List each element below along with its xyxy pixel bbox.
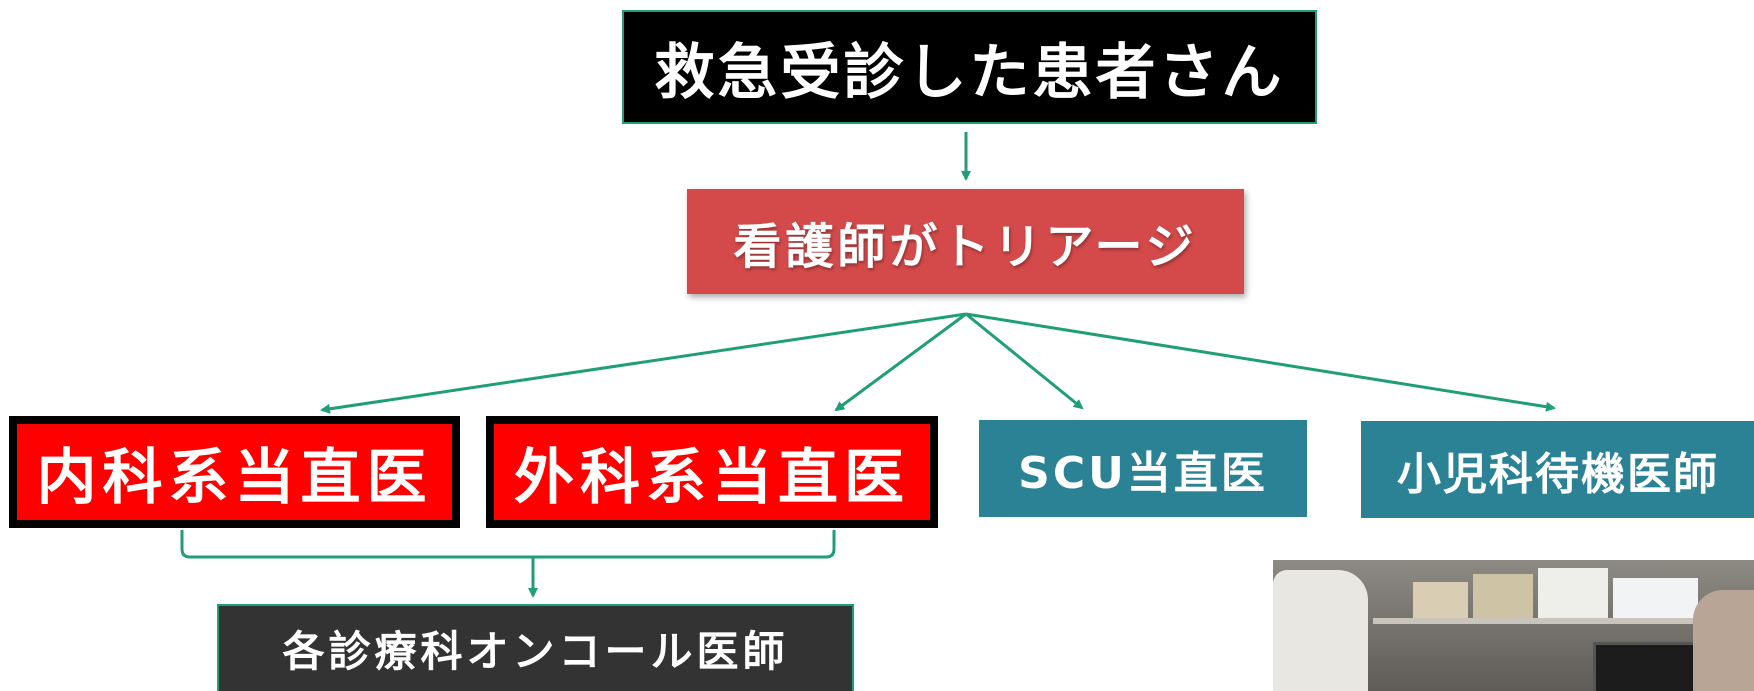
photo-emergency-room bbox=[1273, 560, 1754, 691]
photo-supply-box bbox=[1473, 574, 1533, 618]
node-internal-medicine-duty: 内科系当直医 bbox=[9, 416, 460, 528]
bracket-duty-to-oncall bbox=[180, 530, 836, 559]
node-surgical-duty: 外科系当直医 bbox=[486, 416, 938, 528]
arrow-triage-to-internal bbox=[320, 312, 967, 414]
photo-shelf bbox=[1373, 618, 1754, 624]
node-emergency-patient: 救急受診した患者さん bbox=[622, 10, 1317, 124]
arrow-triage-to-pediatric bbox=[965, 312, 1556, 412]
photo-plastic-bag bbox=[1273, 570, 1368, 691]
photo-monitor bbox=[1593, 642, 1704, 691]
node-scu-duty: SCU当直医 bbox=[979, 420, 1307, 517]
node-pediatric-standby: 小児科待機医師 bbox=[1361, 421, 1754, 518]
arrow-triage-to-scu bbox=[965, 312, 1084, 410]
photo-supply-box bbox=[1538, 568, 1608, 618]
node-nurse-triage: 看護師がトリアージ bbox=[687, 189, 1244, 294]
photo-supply-box bbox=[1413, 582, 1468, 618]
arrow-triage-to-surgical bbox=[834, 312, 967, 412]
photo-supply-box bbox=[1613, 578, 1698, 618]
node-oncall-doctors: 各診療科オンコール医師 bbox=[217, 604, 854, 691]
photo-doctor bbox=[1693, 590, 1754, 691]
